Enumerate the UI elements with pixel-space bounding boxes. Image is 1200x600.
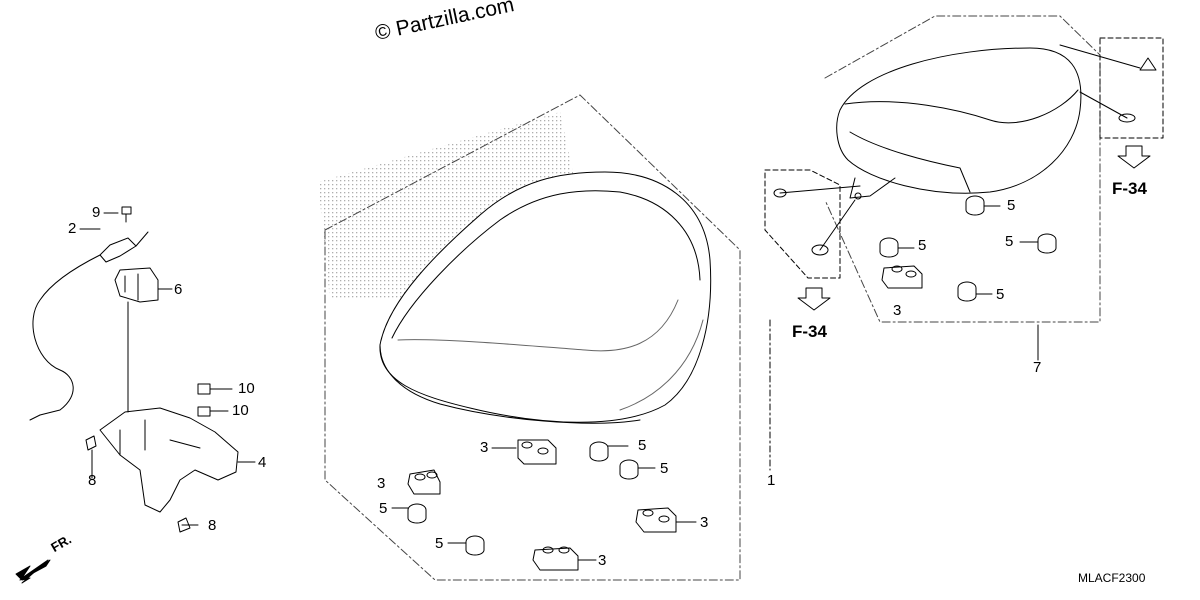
rear-seat-hardware	[773, 44, 1157, 256]
callout-5-left: 5	[379, 500, 388, 517]
diagram-code: MLACF2300	[1078, 571, 1146, 585]
callout-7: 7	[1033, 359, 1042, 376]
main-seat-group-frame	[324, 94, 741, 581]
callout-5-rear-b: 5	[918, 237, 927, 254]
callout-5-bottom: 5	[435, 535, 444, 552]
left-ref-box	[764, 169, 841, 279]
grommet-parts	[407, 195, 1057, 556]
callout-3-upper: 3	[480, 439, 489, 456]
callout-4: 4	[258, 454, 267, 471]
front-arrow-icon	[15, 559, 51, 584]
callout-3-bottom: 3	[598, 552, 607, 569]
callout-2: 2	[68, 220, 77, 237]
callout-5-rear-c: 5	[1005, 233, 1014, 250]
left-ref-arrow	[797, 287, 831, 311]
callout-5-rear-a: 5	[1007, 197, 1016, 214]
reference-f34-right: F-34	[1112, 179, 1147, 198]
reference-f34-left: F-34	[792, 322, 827, 341]
callout-10-upper: 10	[238, 380, 255, 397]
leader-lines	[79, 205, 1039, 561]
callout-8-left: 8	[88, 472, 97, 489]
block-parts	[407, 265, 923, 571]
callout-9: 9	[92, 204, 101, 221]
callout-3-rear: 3	[893, 302, 902, 319]
callout-5-mid: 5	[660, 460, 669, 477]
callout-3-right: 3	[700, 514, 709, 531]
right-ref-arrow	[1117, 145, 1151, 169]
callout-3-left: 3	[377, 475, 386, 492]
seat-lock-assembly	[29, 206, 239, 533]
callout-8-bottom: 8	[208, 517, 217, 534]
callout-1: 1	[767, 472, 776, 489]
main-seat	[379, 171, 712, 424]
callout-10-lower: 10	[232, 402, 249, 419]
callout-5-upper: 5	[638, 437, 647, 454]
right-ref-box	[1099, 37, 1164, 139]
rear-seat	[836, 47, 1082, 200]
callout-6: 6	[174, 281, 183, 298]
callout-5-rear-d: 5	[996, 286, 1005, 303]
